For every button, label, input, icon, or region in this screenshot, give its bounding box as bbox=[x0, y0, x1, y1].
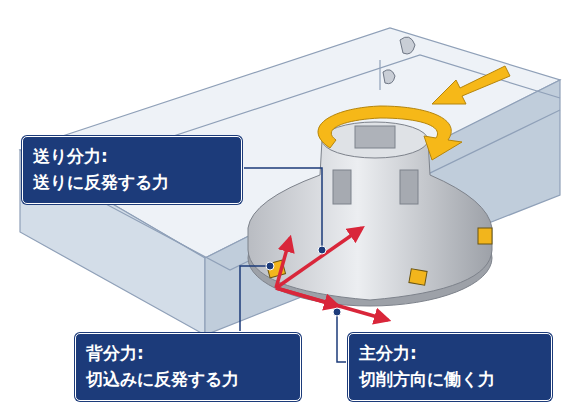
callout-heading: 送り分力: bbox=[33, 143, 231, 169]
callout-body: 切込みに反発する力 bbox=[86, 366, 290, 392]
callout-heading: 主分力: bbox=[359, 340, 541, 366]
callout-heading: 背分力: bbox=[86, 340, 290, 366]
milling-cutter bbox=[248, 122, 492, 306]
cutting-inserts bbox=[266, 228, 492, 285]
motion-arrows bbox=[318, 66, 510, 160]
workpiece-block bbox=[20, 28, 560, 335]
force-arrows bbox=[276, 228, 388, 320]
callout-body: 送りに反発する力 bbox=[33, 169, 231, 195]
callout-body: 切削方向に働く力 bbox=[359, 366, 541, 392]
callout-box: 主分力:切削方向に働く力 bbox=[348, 333, 552, 401]
chips bbox=[383, 37, 415, 84]
leader-dots bbox=[266, 246, 341, 316]
callout-box: 背分力:切込みに反発する力 bbox=[75, 333, 301, 401]
callout-box: 送り分力:送りに反発する力 bbox=[22, 136, 242, 204]
